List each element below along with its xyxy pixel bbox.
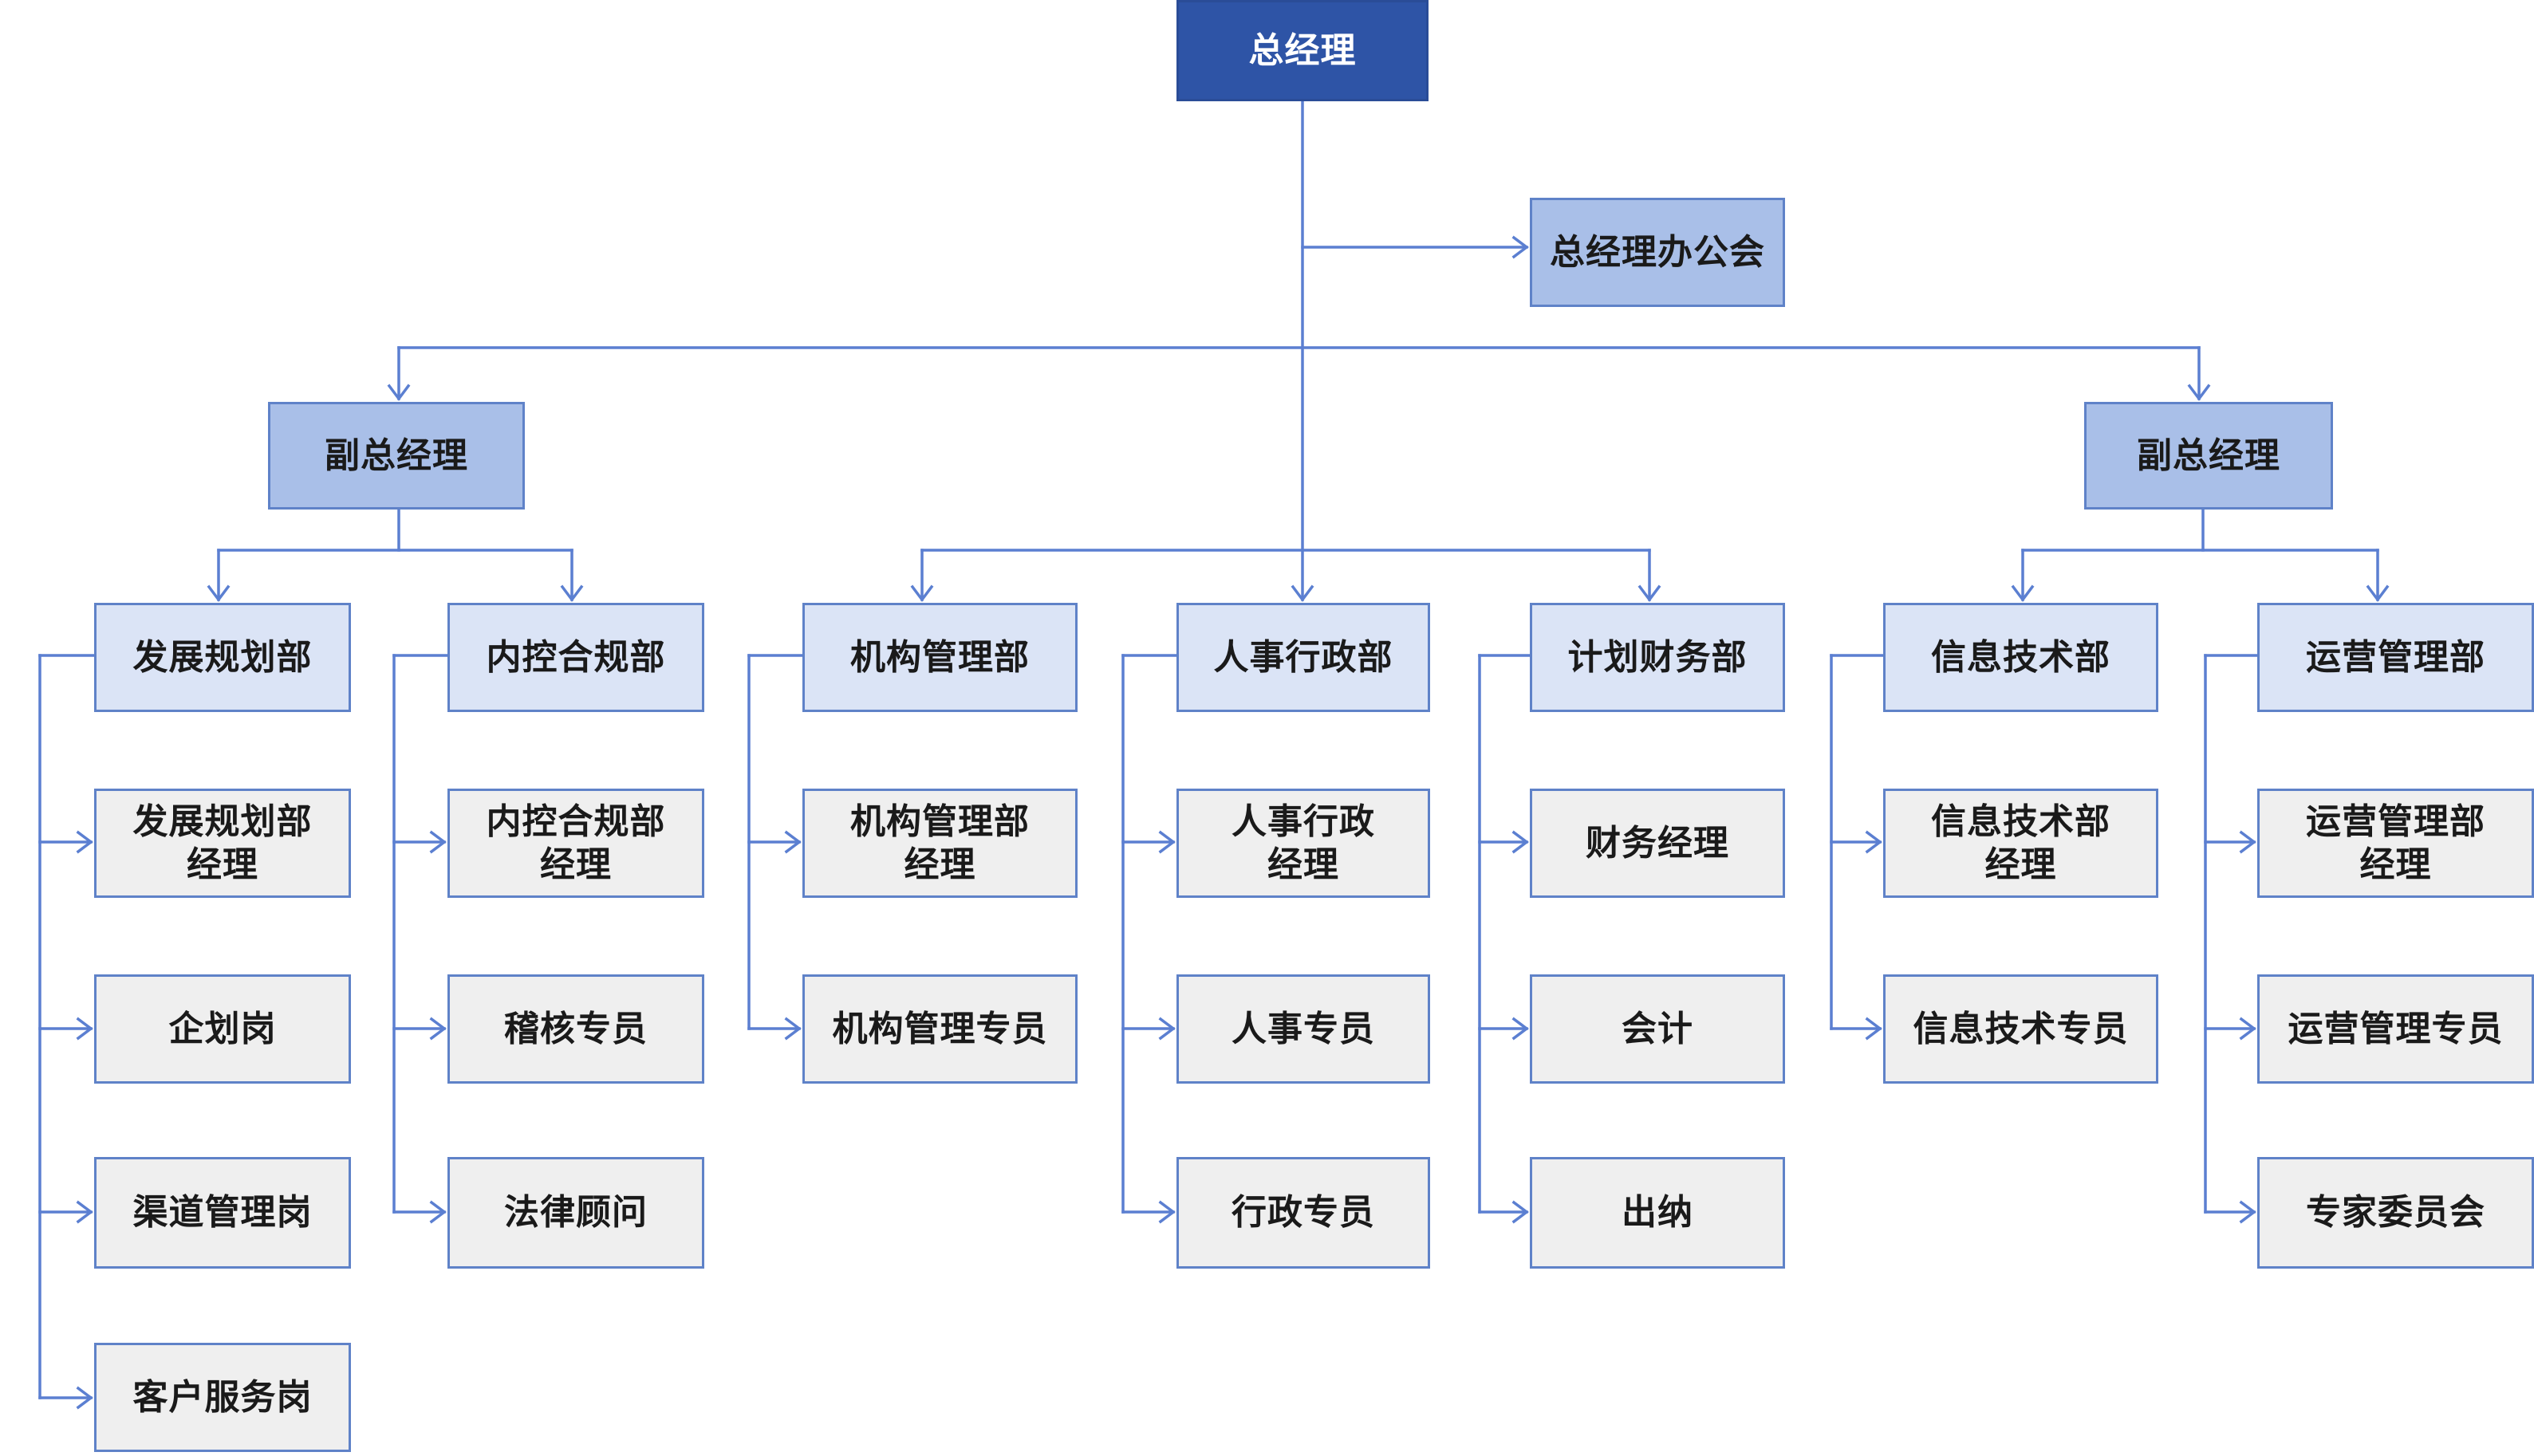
node-planning-post: 企划岗 — [94, 974, 351, 1084]
node-dept-hr-admin: 人事行政部 — [1176, 603, 1430, 712]
bracket-operations-branch-0-arrowhead — [2239, 830, 2256, 854]
node-dept-internal-control: 内控合规部 — [447, 603, 704, 712]
node-audit-specialist: 稽核专员 — [447, 974, 704, 1084]
node-legal-advisor: 法律顾问 — [447, 1157, 704, 1269]
bracket-hr-admin-branch-2-arrowhead — [1158, 1200, 1176, 1224]
node-hr-admin-manager: 人事行政 经理 — [1176, 789, 1430, 898]
bracket-operations-branch-1-arrowhead — [2239, 1017, 2256, 1041]
bracket-org-management-branch-0-arrowhead — [784, 830, 802, 854]
bracket-hr-admin-branch-0-arrowhead — [1158, 830, 1176, 854]
node-org-management-manager: 机构管理部 经理 — [802, 789, 1078, 898]
connector-to-internal-control-arrowhead — [560, 584, 584, 602]
node-it-specialist: 信息技术专员 — [1883, 974, 2158, 1084]
bracket-it-branch-0-arrowhead — [1865, 830, 1882, 854]
node-cashier: 出纳 — [1530, 1157, 1785, 1269]
bracket-internal-control-branch-0-arrowhead — [429, 830, 447, 854]
bracket-dev-planning-branch-2-arrowhead — [76, 1200, 93, 1224]
node-admin-specialist: 行政专员 — [1176, 1157, 1430, 1269]
node-dept-finance: 计划财务部 — [1530, 603, 1785, 712]
node-vp-right: 副总经理 — [2084, 402, 2333, 510]
node-hr-specialist: 人事专员 — [1176, 974, 1430, 1084]
node-dept-org-management: 机构管理部 — [802, 603, 1078, 712]
node-internal-control-manager: 内控合规部 经理 — [447, 789, 704, 898]
bracket-dev-planning-branch-1-arrowhead — [76, 1017, 93, 1041]
bracket-finance-branch-1-arrowhead — [1511, 1017, 1529, 1041]
bracket-it-branch-1-arrowhead — [1865, 1017, 1882, 1041]
bracket-finance-branch-0-arrowhead — [1511, 830, 1529, 854]
node-gm-office-meeting: 总经理办公会 — [1530, 198, 1785, 307]
node-finance-manager: 财务经理 — [1530, 789, 1785, 898]
connector-to-finance-arrowhead — [1637, 584, 1661, 602]
node-customer-service-post: 客户服务岗 — [94, 1343, 351, 1452]
bracket-dev-planning-branch-0-arrowhead — [76, 830, 93, 854]
bracket-hr-admin-branch-1-arrowhead — [1158, 1017, 1176, 1041]
node-general-manager: 总经理 — [1176, 0, 1429, 101]
node-it-manager: 信息技术部 经理 — [1883, 789, 2158, 898]
connector-to-vp-left-arrowhead — [387, 384, 411, 401]
node-dept-it: 信息技术部 — [1883, 603, 2158, 712]
node-dept-operations: 运营管理部 — [2257, 603, 2534, 712]
bracket-finance-branch-2-arrowhead — [1511, 1200, 1529, 1224]
bracket-internal-control-branch-1-arrowhead — [429, 1017, 447, 1041]
node-operations-specialist: 运营管理专员 — [2257, 974, 2534, 1084]
bracket-operations-branch-2-arrowhead — [2239, 1200, 2256, 1224]
node-dept-development-planning: 发展规划部 — [94, 603, 351, 712]
node-vp-left: 副总经理 — [268, 402, 525, 510]
connector-to-gm-office-arrowhead — [1511, 235, 1529, 259]
node-expert-committee: 专家委员会 — [2257, 1157, 2534, 1269]
connector-to-dev-planning-arrowhead — [207, 584, 231, 602]
connector-to-it-arrowhead — [2011, 584, 2035, 602]
node-org-management-specialist: 机构管理专员 — [802, 974, 1078, 1084]
bracket-dev-planning-branch-3-arrowhead — [76, 1386, 93, 1410]
node-dev-planning-manager: 发展规划部 经理 — [94, 789, 351, 898]
node-operations-manager: 运营管理部 经理 — [2257, 789, 2534, 898]
bracket-org-management-branch-1-arrowhead — [784, 1017, 802, 1041]
connector-to-org-management-arrowhead — [910, 584, 934, 602]
connector-to-operations-arrowhead — [2366, 584, 2390, 602]
node-channel-post: 渠道管理岗 — [94, 1157, 351, 1269]
bracket-internal-control-branch-2-arrowhead — [429, 1200, 447, 1224]
connector-trunk-arrowhead — [1291, 584, 1314, 602]
connector-to-vp-right-arrowhead — [2187, 384, 2211, 401]
node-accountant: 会计 — [1530, 974, 1785, 1084]
